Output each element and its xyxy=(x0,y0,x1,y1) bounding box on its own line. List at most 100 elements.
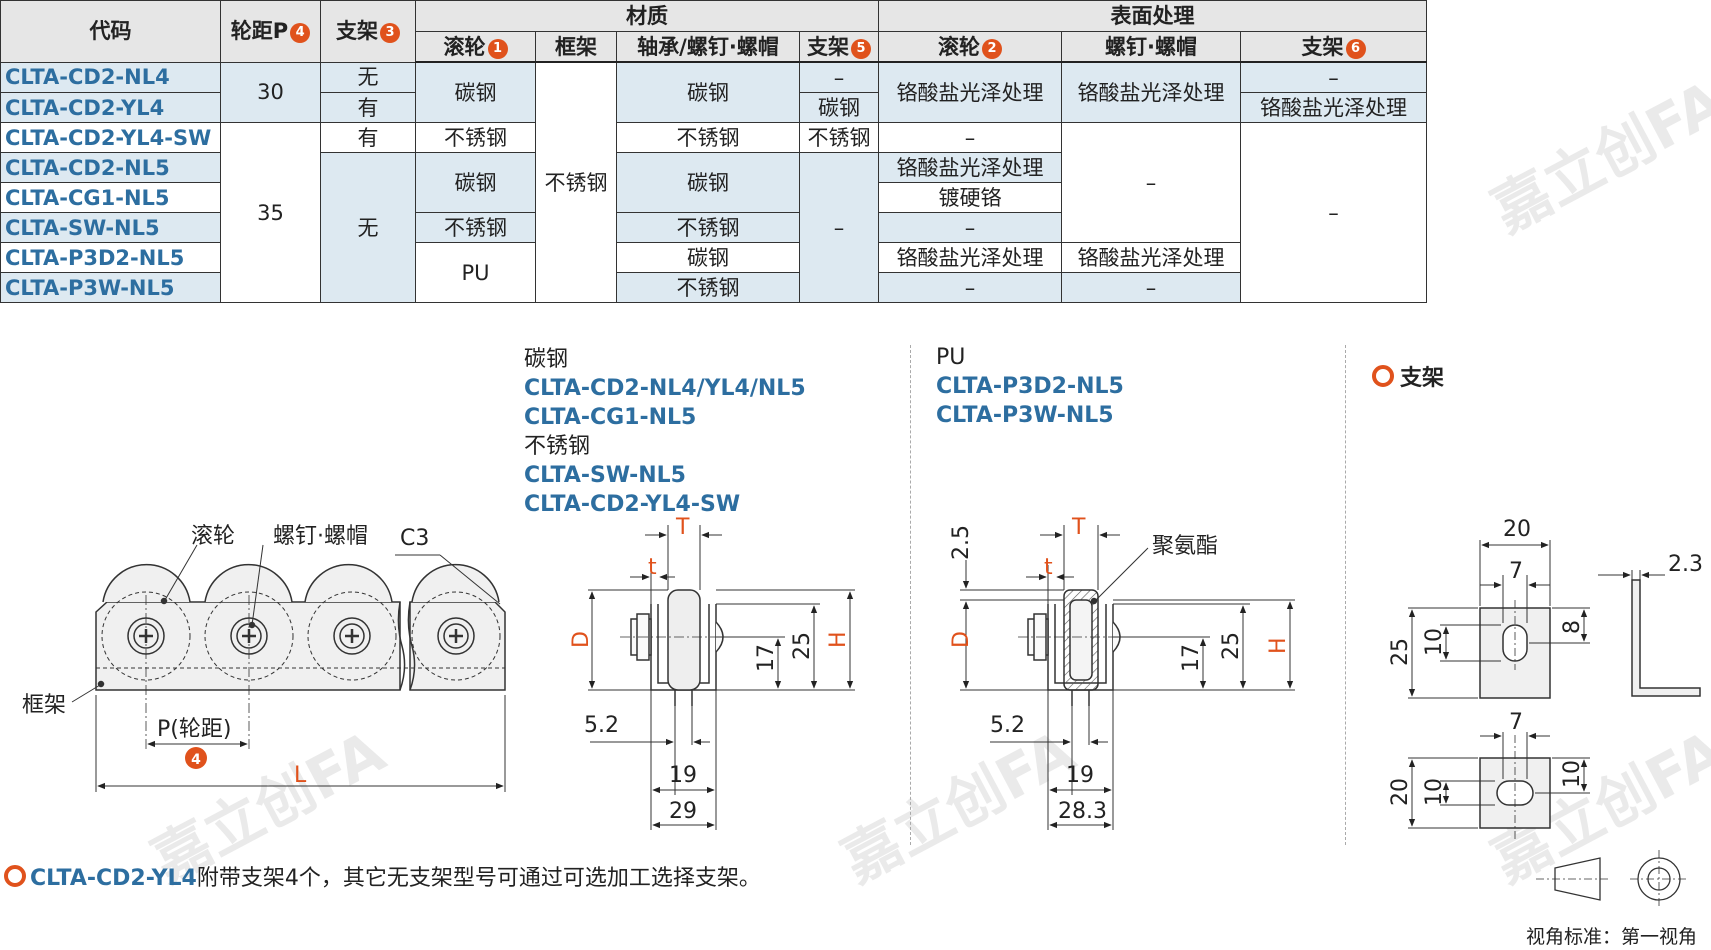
label-polyurethane: 聚氨酯 xyxy=(1152,534,1218,559)
dim-t: t xyxy=(648,555,657,580)
table-row: CLTA-CD2-YL4-SW 35 有 不锈钢 不锈钢 不锈钢 – – – xyxy=(0,122,1428,303)
pitch-cell: 30 xyxy=(220,61,321,123)
dim-25: 25 xyxy=(790,632,815,660)
section-metal-code: CLTA-CD2-YL4-SW xyxy=(524,492,741,517)
badge-1: 1 xyxy=(487,38,508,59)
bracket-cell: 无 xyxy=(320,152,416,303)
table-row: CLTA-CD2-NL5 无 碳钢 碳钢 – 铬酸盐光泽处理 xyxy=(0,152,1427,303)
bracket-surface-cell: – xyxy=(1239,61,1428,93)
bracket-cell: 有 xyxy=(320,122,416,153)
code-cell: CLTA-CG1-NL5 xyxy=(0,182,221,213)
dim-8: 8 xyxy=(1560,620,1585,634)
dim-10: 10 xyxy=(1560,760,1585,788)
dim-T: T xyxy=(675,515,690,540)
dim-H: H xyxy=(826,631,851,648)
header-surf-screw: 螺钉·螺帽 xyxy=(1061,31,1241,63)
section-pu-title: PU xyxy=(936,345,966,370)
dim-25: 25 xyxy=(1388,638,1413,666)
dim-5-2: 5.2 xyxy=(584,713,619,738)
badge-5: 5 xyxy=(851,38,871,59)
table-row: CLTA-CD2-YL4 有 碳钢 铬酸盐光泽处理 xyxy=(0,92,1428,123)
section-metal-code: CLTA-CD2-NL4/YL4/NL5 xyxy=(524,376,806,401)
section-metal-carbon-title: 碳钢 xyxy=(524,347,569,372)
bracket-labels: 20 7 2.3 25 10 8 7 20 10 10 xyxy=(1388,517,1703,806)
label-screw: 螺钉·螺帽 xyxy=(273,524,368,549)
bracket-material-cell: – xyxy=(799,152,879,303)
badge-4-text: 4 xyxy=(191,752,201,768)
header-mat-frame: 框架 xyxy=(535,31,617,63)
table-row: CLTA-CG1-NL5 镀硬铬 xyxy=(0,182,1427,213)
section-metal-drawing xyxy=(588,525,855,830)
roller-surface-cell: 铬酸盐光泽处理 xyxy=(878,242,1062,273)
label-pitch: P(轮距) xyxy=(157,717,231,742)
frame-material-cell: 不锈钢 xyxy=(535,61,617,303)
bracket-title: 支架 xyxy=(1372,360,1444,392)
code-cell: CLTA-CD2-NL4 xyxy=(0,61,221,93)
dim-7: 7 xyxy=(1509,710,1523,735)
dim-D: D xyxy=(949,631,974,648)
dim-t: t xyxy=(1044,555,1053,580)
code-cell: CLTA-P3D2-NL5 xyxy=(0,242,221,273)
roller-material-cell: PU xyxy=(415,242,536,303)
dim-20: 20 xyxy=(1388,778,1413,806)
bracket-material-cell: 不锈钢 xyxy=(799,122,879,153)
dim-19: 19 xyxy=(669,763,697,788)
roller-surface-cell: – xyxy=(878,272,1062,303)
roller-surface-cell: 铬酸盐光泽处理 xyxy=(878,152,1062,183)
badge-6: 6 xyxy=(1345,38,1366,59)
section-pu-code: CLTA-P3W-NL5 xyxy=(936,403,1114,428)
code-cell: CLTA-CD2-YL4-SW xyxy=(0,122,221,153)
label-c3: C3 xyxy=(400,526,429,551)
badge-4-circle xyxy=(185,747,207,769)
roller-surface-cell: – xyxy=(878,122,1062,153)
table-row: CLTA-P3D2-NL5 PU 碳钢 铬酸盐光泽处理 铬酸盐光泽处理 xyxy=(0,242,1427,303)
code-cell: CLTA-CD2-NL5 xyxy=(0,152,221,183)
table-row: CLTA-P3W-NL5 不锈钢 – – xyxy=(0,272,1427,303)
bracket-drawing xyxy=(1408,540,1701,840)
projection-symbol-icon xyxy=(1536,850,1688,908)
roller-surface-cell: – xyxy=(878,212,1062,243)
roller-material-cell: 不锈钢 xyxy=(415,212,536,243)
dim-T: T xyxy=(1071,515,1086,540)
dim-29: 29 xyxy=(669,799,697,824)
section-metal-ss-title: 不锈钢 xyxy=(524,434,591,459)
label-length: L xyxy=(294,763,307,788)
bearing-material-cell: 碳钢 xyxy=(616,242,800,273)
label-roller: 滚轮 xyxy=(191,524,235,549)
header-material: 材质 xyxy=(415,0,879,32)
header-mat-bearing: 轴承/螺钉·螺帽 xyxy=(616,31,800,63)
roller-material-cell: 碳钢 xyxy=(415,152,536,213)
roller-surface-cell: 铬酸盐光泽处理 xyxy=(878,61,1062,123)
bracket-cell: 无 xyxy=(320,61,416,93)
section-metal-code: CLTA-CG1-NL5 xyxy=(524,405,697,430)
section-metal-code: CLTA-SW-NL5 xyxy=(524,463,686,488)
ring-icon xyxy=(4,865,26,887)
dim-7: 7 xyxy=(1509,559,1523,584)
section-pu-drawing xyxy=(960,525,1295,830)
badge-2: 2 xyxy=(982,38,1002,59)
dim-17: 17 xyxy=(1179,644,1204,672)
bearing-material-cell: 碳钢 xyxy=(616,61,800,123)
code-cell: CLTA-SW-NL5 xyxy=(0,212,221,243)
header-surface: 表面处理 xyxy=(877,0,1428,32)
dim-D: D xyxy=(569,631,594,648)
overview-drawing xyxy=(71,544,506,792)
table-row: CLTA-CD2-NL4 30 无 碳钢 不锈钢 碳钢 – 铬酸盐光泽处理 铬酸… xyxy=(0,61,1428,303)
dim-19: 19 xyxy=(1066,763,1094,788)
dim-25: 25 xyxy=(1219,632,1244,660)
screw-surface-cell: – xyxy=(1061,122,1241,243)
dim-20: 20 xyxy=(1503,517,1531,542)
section-metal-labels: T t D 17 25 H 5.2 19 29 xyxy=(569,515,851,824)
bearing-material-cell: 不锈钢 xyxy=(616,122,800,153)
header-code: 代码 xyxy=(0,0,221,63)
screw-surface-cell: 铬酸盐光泽处理 xyxy=(1061,242,1241,273)
badge-4: 4 xyxy=(290,23,311,44)
code-cell: CLTA-P3W-NL5 xyxy=(0,272,221,303)
